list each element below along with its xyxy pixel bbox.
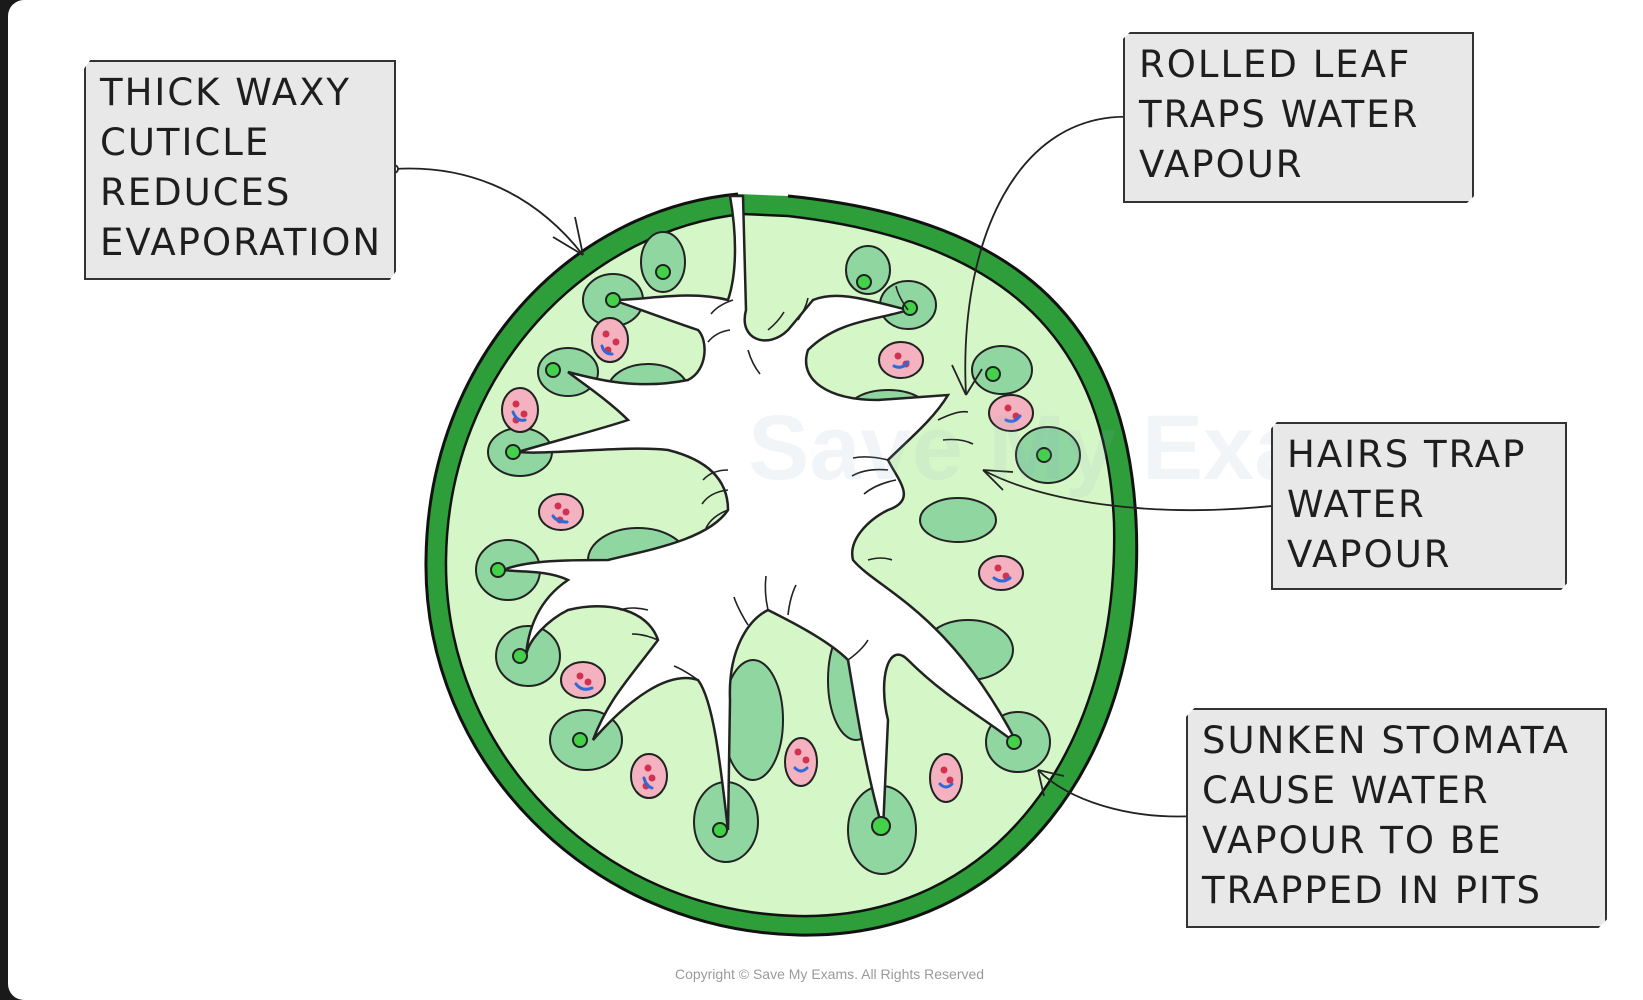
label-sunken-stomata-text: SUNKEN STOMATA CAUSE WATER VAPOUR TO BE … [1202, 719, 1570, 912]
label-hairs-trap-water-text: HAIRS TRAP WATER VAPOUR [1287, 433, 1527, 576]
label-thick-waxy-cuticle-text: THICK WAXY CUTICLE REDUCES EVAPORATION [100, 71, 383, 264]
copyright-notice: Copyright © Save My Exams. All Rights Re… [674, 966, 985, 982]
label-thick-waxy-cuticle: THICK WAXY CUTICLE REDUCES EVAPORATION [84, 60, 396, 280]
central-air-space [498, 194, 1020, 831]
vascular-bundles [501, 317, 1034, 803]
label-sunken-stomata: SUNKEN STOMATA CAUSE WATER VAPOUR TO BE … [1186, 708, 1607, 928]
label-rolled-leaf-text: ROLLED LEAF TRAPS WATER VAPOUR [1139, 43, 1420, 186]
diagram-sheet: Save My Exams THICK WAXY CUTICLE REDUCES… [8, 0, 1643, 1000]
leaf-hairs [619, 285, 974, 681]
label-hairs-trap-water: HAIRS TRAP WATER VAPOUR [1271, 422, 1567, 590]
label-rolled-leaf: ROLLED LEAF TRAPS WATER VAPOUR [1123, 32, 1474, 203]
leaf-cross-section-diagram [389, 112, 1286, 937]
sunken-stomata [490, 264, 1052, 838]
